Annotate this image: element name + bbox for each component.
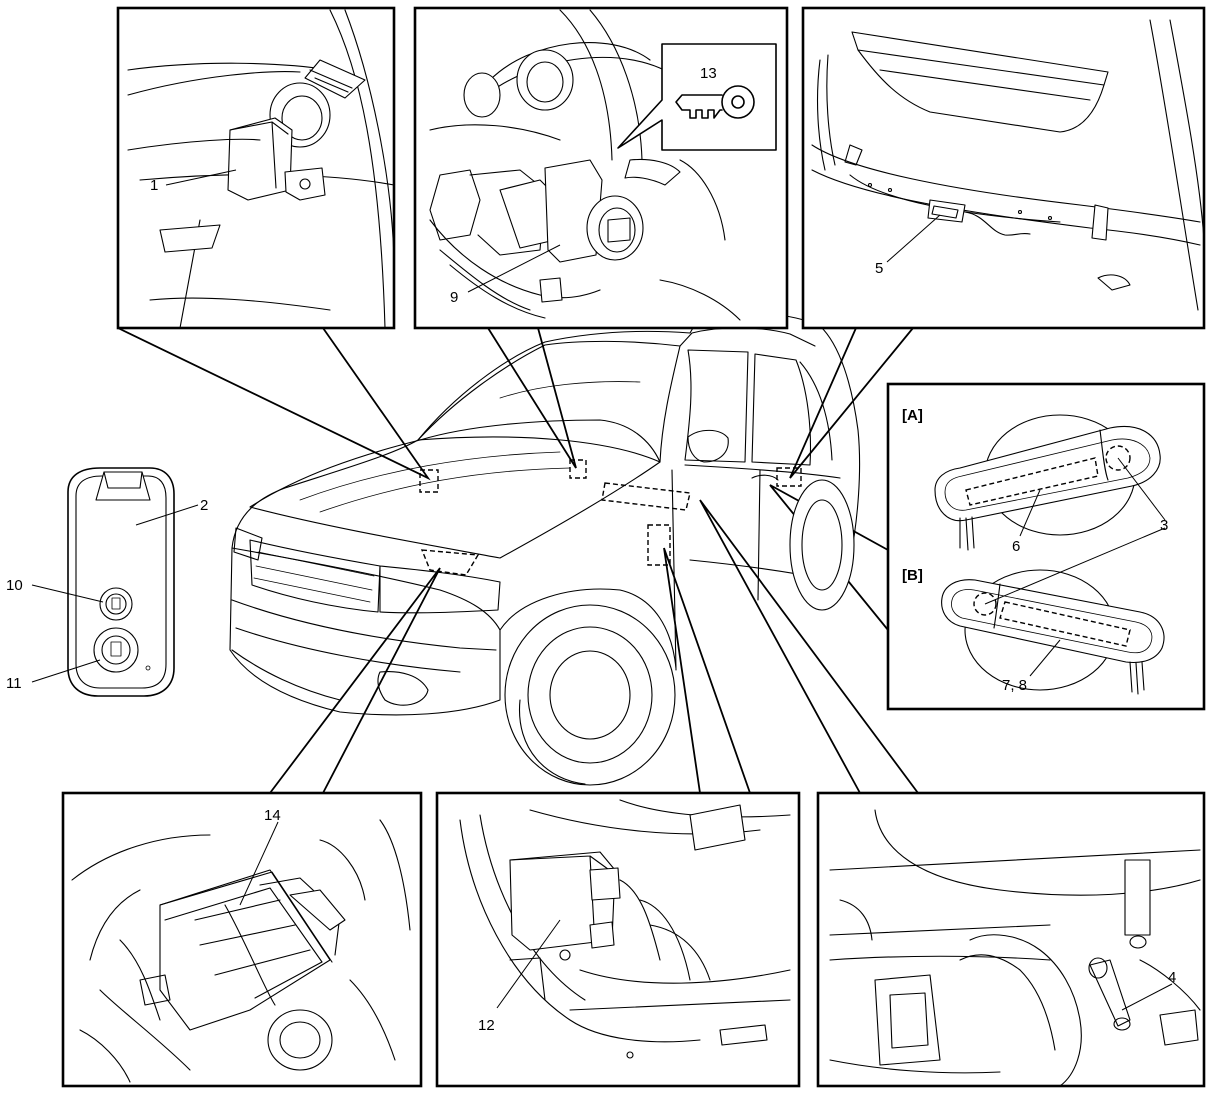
label-11: 11 [6, 675, 22, 692]
panel-item-14: 14 [61, 791, 423, 1088]
key-inset: 13 [617, 43, 777, 151]
panel-item-9: 9 13 [413, 6, 789, 330]
panel-door-handles: [A] [B] 3 6 7, 8 [886, 382, 1206, 711]
label-b: [B] [902, 567, 923, 584]
label-1: 1 [150, 177, 158, 194]
panel-item-4: 4 [816, 791, 1206, 1088]
label-3: 3 [1160, 517, 1168, 534]
panel-item-5: 5 [801, 6, 1206, 330]
label-2: 2 [200, 497, 208, 514]
label-6: 6 [1012, 538, 1020, 555]
label-a: [A] [902, 407, 923, 424]
door-handle-a [934, 414, 1161, 551]
label-14: 14 [264, 807, 281, 824]
label-7-8: 7, 8 [1002, 677, 1027, 694]
label-4: 4 [1168, 969, 1176, 986]
vehicle-illustration [229, 312, 861, 786]
label-12: 12 [478, 1017, 495, 1034]
key-icon [675, 85, 755, 119]
label-10: 10 [6, 577, 23, 594]
label-5: 5 [875, 260, 883, 277]
panel-item-12: 12 [435, 791, 801, 1088]
door-handle-b [941, 569, 1165, 695]
label-13: 13 [700, 65, 717, 82]
panel-item-1: 1 [116, 6, 396, 330]
callout-lines [117, 327, 919, 794]
remote-transmitter-icon [67, 467, 175, 697]
label-9: 9 [450, 289, 458, 306]
